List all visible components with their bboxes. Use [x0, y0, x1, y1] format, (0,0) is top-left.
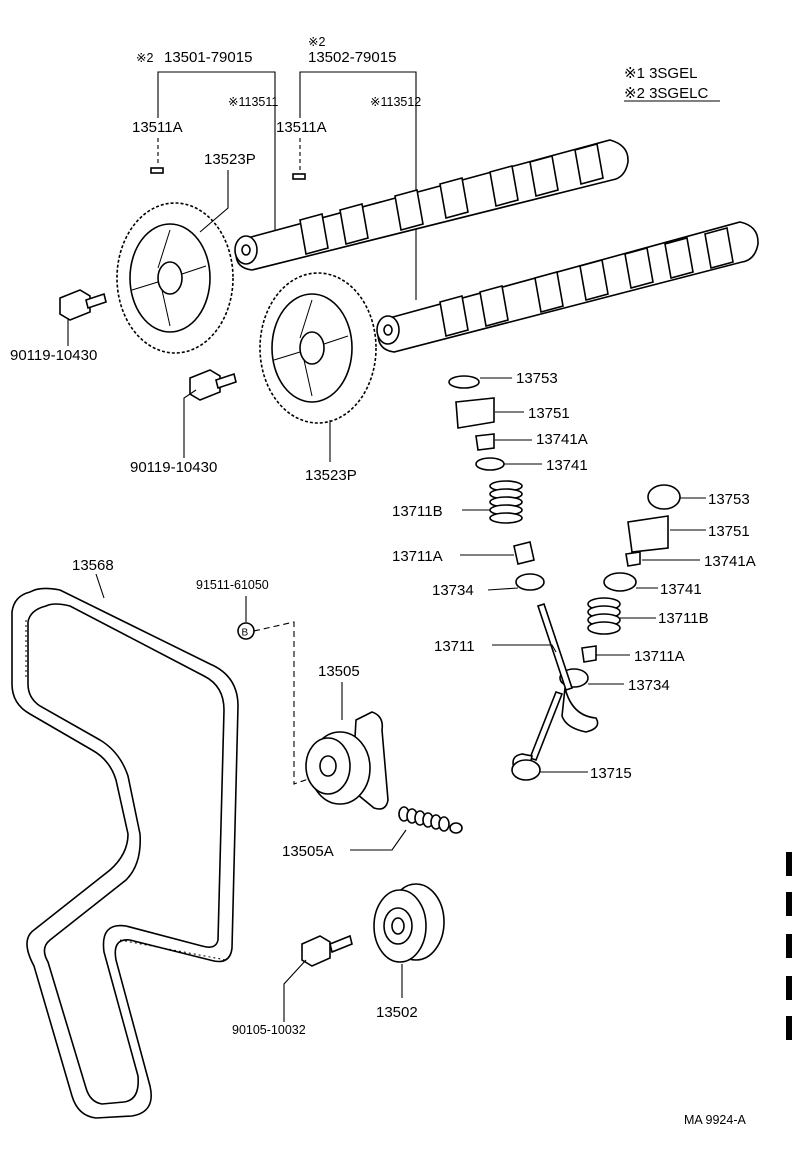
- label-valve-13715: 13715: [590, 765, 632, 782]
- label-spring: 13505A: [282, 843, 334, 860]
- valve-exhaust: [511, 691, 564, 781]
- timing-pulley-left: [116, 202, 234, 354]
- label-v2-13753: 13753: [708, 491, 750, 508]
- valve-intake: [536, 602, 599, 733]
- label-v2-13741a: 13741A: [704, 553, 756, 570]
- cam-lobes-upper: [299, 142, 604, 256]
- spring-upper: [489, 480, 523, 524]
- label-v1-13734: 13734: [432, 582, 474, 599]
- leader-spring: [350, 829, 407, 851]
- label-v1-13711a: 13711A: [392, 548, 443, 565]
- leader-13711: [492, 644, 557, 653]
- leader-bolt-center: [183, 389, 197, 458]
- label-113511: ※113511: [228, 95, 278, 109]
- label-pin-number: 91511-61050: [196, 578, 269, 592]
- camshaft-lower: [376, 221, 759, 353]
- valve-group-upper: 13753 13751 13741A 13741 13711B 13711A 1…: [392, 370, 588, 599]
- cam1-mark: ※2: [136, 51, 153, 65]
- cam-lobes-lower: [439, 226, 734, 338]
- key-pin-right: [292, 173, 306, 180]
- idler-bolt: [301, 934, 353, 967]
- page-edge-marks: [786, 852, 792, 1040]
- label-bolt-left: 90119-10430: [10, 347, 97, 364]
- pin-dash-leader: [253, 621, 341, 785]
- label-tensioner: 13505: [318, 663, 360, 680]
- label-v2-13751: 13751: [708, 523, 750, 540]
- idler-pulley: [373, 883, 445, 963]
- cam1-part-number: 13501-79015: [164, 49, 252, 66]
- cam2-mark: ※2: [308, 35, 325, 49]
- label-v1-13711b: 13711B: [392, 503, 443, 520]
- leader-idler-bolt: [283, 959, 307, 1022]
- label-113512: ※113512: [370, 95, 421, 109]
- label-v2-13741: 13741: [660, 581, 702, 598]
- label-bolt-center: 90119-10430: [130, 459, 217, 476]
- cam1-bracket-line: [157, 71, 276, 235]
- label-13511a-right: 13511A: [276, 119, 327, 136]
- label-13523p-bottom: 13523P: [305, 467, 357, 484]
- camshaft-upper: [234, 139, 629, 271]
- label-v1-13741a: 13741A: [536, 431, 588, 448]
- label-v2-13711a: 13711A: [634, 648, 685, 665]
- label-valve-13711: 13711: [434, 638, 475, 655]
- key-pin-left: [150, 167, 164, 174]
- label-v2-13734: 13734: [628, 677, 670, 694]
- label-belt: 13568: [72, 557, 114, 574]
- leader-13523p-top: [199, 170, 229, 233]
- bolt-left: [59, 289, 107, 321]
- camshaft-brackets: ※2 13501-79015 ※2 13502-79015 ※113511 ※1…: [132, 35, 421, 300]
- label-13511a-left: 13511A: [132, 119, 183, 136]
- timing-belt: [11, 587, 239, 1119]
- leader-belt: [95, 573, 105, 599]
- pin-ref-letter: B: [242, 628, 249, 639]
- label-idler: 13502: [376, 1004, 418, 1021]
- tensioner-pulley: [305, 711, 389, 810]
- figure-code: MA 9924-A: [684, 1113, 747, 1127]
- legend: ※1 3SGEL ※2 3SGELC: [624, 65, 720, 102]
- label-v2-13711b: 13711B: [658, 610, 709, 627]
- legend-note-2: ※2 3SGELC: [624, 85, 708, 102]
- label-idler-bolt: 90105-10032: [232, 1023, 306, 1037]
- legend-note-1: ※1 3SGEL: [624, 65, 697, 82]
- label-v1-13741: 13741: [546, 457, 588, 474]
- valve-group-right: 13753 13751 13741A 13741 13711B 13711A 1…: [559, 484, 756, 694]
- label-13523p-top: 13523P: [204, 151, 256, 168]
- cam2-part-number: 13502-79015: [308, 49, 396, 66]
- spring-right: [587, 597, 621, 635]
- cam2-bracket-line: [299, 71, 417, 300]
- timing-pulley-center: [259, 272, 377, 424]
- tensioner-spring: [398, 806, 463, 834]
- label-v1-13753: 13753: [516, 370, 558, 387]
- bolt-center: [189, 369, 237, 401]
- label-v1-13751: 13751: [528, 405, 570, 422]
